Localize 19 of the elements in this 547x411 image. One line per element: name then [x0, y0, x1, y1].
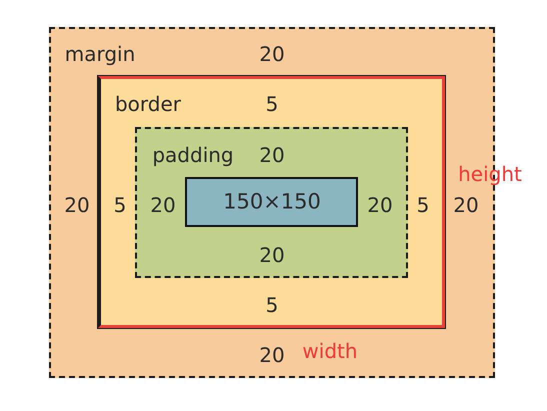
dimension-value: 20 [150, 194, 176, 216]
dimension-value: 20 [259, 344, 285, 366]
dimension-value: 5 [266, 93, 278, 115]
dimension-value: 20 [259, 244, 285, 266]
dimension-value: 150×150 [223, 190, 321, 214]
dimension-value: 20 [259, 144, 285, 166]
dimension-label: width [302, 340, 358, 362]
region-label: padding [152, 144, 234, 166]
dimension-value: 20 [367, 194, 393, 216]
dimension-value: 5 [114, 194, 126, 216]
region-label: margin [64, 43, 136, 65]
padding-area [135, 127, 408, 278]
dimension-value: 5 [416, 194, 430, 216]
dimension-value: 20 [64, 194, 90, 216]
content-box [185, 177, 358, 227]
dimension-value: 20 [453, 194, 479, 216]
region-label: border [114, 93, 182, 115]
dimension-value: 5 [266, 294, 278, 316]
dimension-value: 20 [259, 43, 285, 65]
